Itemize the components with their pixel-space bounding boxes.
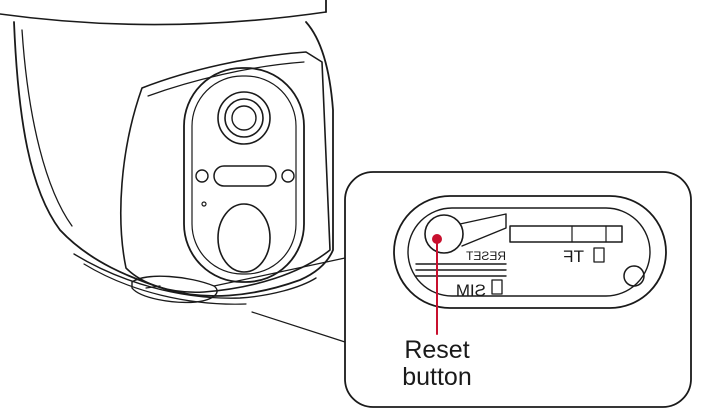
callout-label-line1: Reset — [404, 336, 469, 364]
camera-front-panel — [120, 51, 331, 294]
light-bar — [213, 165, 277, 187]
reset-hole — [424, 214, 464, 254]
camera-lens — [217, 91, 271, 145]
reset-label: RESET — [465, 249, 506, 263]
sim-label-icon — [491, 279, 503, 295]
camera-outline — [13, 21, 334, 297]
camera-body — [0, 0, 334, 305]
callout-frame — [344, 171, 692, 408]
callout-leader-top — [213, 257, 346, 287]
bottom-slot-cover — [131, 275, 218, 304]
tf-label: TF — [563, 247, 584, 266]
sim-card-slot — [415, 263, 507, 277]
slot-cover — [393, 195, 667, 309]
lens-module — [183, 67, 305, 283]
camera-top-cap — [0, 11, 327, 26]
slot-cover-hole — [623, 265, 645, 287]
zoom-callout: RESET TF SIM Reset button — [344, 171, 692, 408]
lens-module-outline — [183, 67, 305, 283]
mic-hole — [201, 201, 207, 207]
sim-label: SIM — [456, 281, 486, 300]
tf-label-icon — [593, 247, 605, 263]
pir-sensor — [217, 203, 271, 273]
tf-card-slot — [509, 225, 623, 243]
callout-leader-bottom — [251, 311, 346, 343]
left-indicator — [195, 169, 209, 183]
tf-label-group: TF — [563, 247, 605, 266]
callout-label-line2: button — [402, 363, 472, 391]
right-indicator — [281, 169, 295, 183]
sim-label-group: SIM — [456, 279, 503, 300]
